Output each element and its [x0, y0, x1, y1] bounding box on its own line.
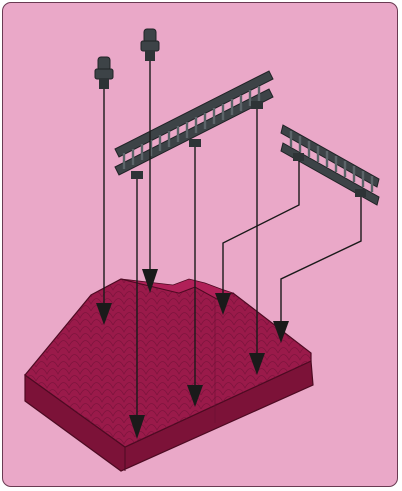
- instruction-panel: [2, 2, 398, 487]
- arrow-figure-right: [142, 61, 158, 293]
- minifigure-accessory-right: [141, 29, 159, 61]
- fence-long: [115, 71, 273, 179]
- fence-short: [281, 125, 379, 205]
- minifigure-accessory-left: [95, 57, 113, 89]
- build-step-illustration: [3, 3, 398, 487]
- roof-slope: [25, 279, 313, 471]
- arrow-short-fence-2: [273, 197, 361, 343]
